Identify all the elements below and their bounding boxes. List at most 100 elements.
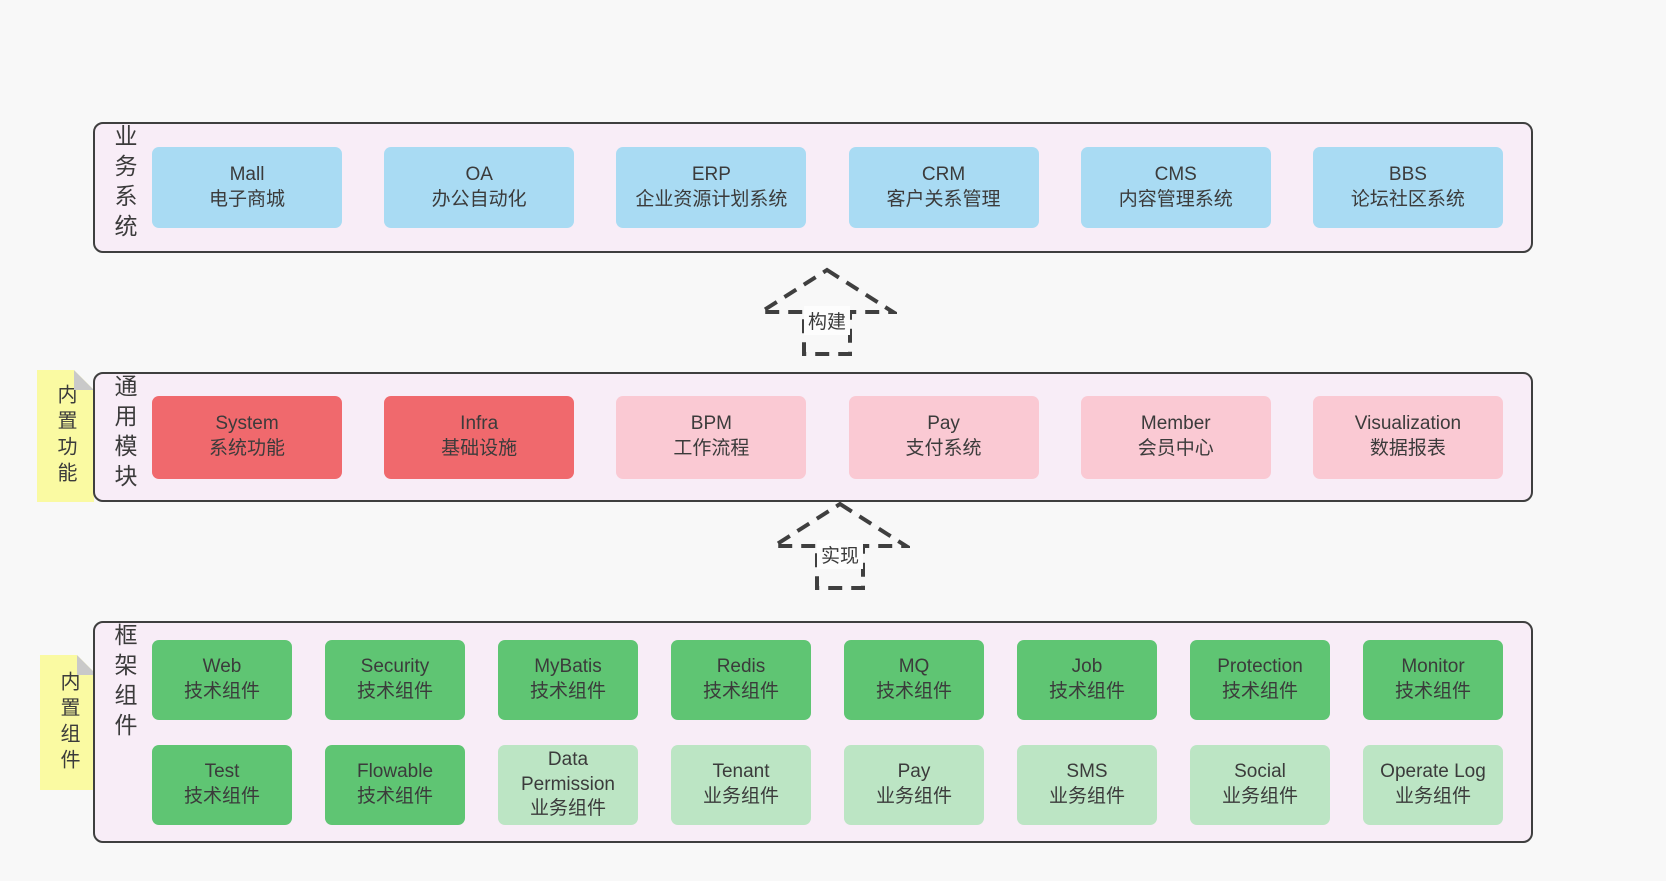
box-infra: Infra 基础设施	[384, 395, 575, 479]
box-crm: CRM 客户关系管理	[848, 147, 1039, 228]
box-data-permission: Data Permission 业务组件	[498, 745, 638, 825]
box-title: Operate Log	[1380, 761, 1486, 783]
box-subtitle: 业务组件	[1048, 786, 1125, 807]
box-title: MyBatis	[534, 656, 602, 678]
build-arrow: 构建	[757, 266, 897, 358]
box-title: CMS	[1154, 163, 1197, 185]
box-title: BPM	[690, 413, 732, 435]
box-title: OA	[465, 163, 493, 185]
box-redis: Redis 技术组件	[671, 640, 811, 720]
box-subtitle: 工作流程	[673, 438, 750, 459]
box-subtitle: 业务组件	[529, 798, 606, 820]
box-subtitle: 论坛社区系统	[1350, 188, 1465, 210]
box-subtitle: 技术组件	[1221, 681, 1298, 702]
box-title: Monitor	[1401, 656, 1465, 678]
box-security: Security 技术组件	[325, 640, 465, 720]
implement-arrow: 实现	[770, 500, 910, 592]
box-title: Redis	[716, 656, 766, 678]
box-title: Flowable	[356, 761, 434, 783]
layer-business-systems: 业务系统 Mall 电子商城 OA 办公自动化 ERP 企业资源计划系统 CRM 客户关系管理…	[93, 122, 1533, 253]
box-subtitle: 内容管理系统	[1118, 188, 1233, 210]
box-subtitle: 业务组件	[1221, 786, 1298, 807]
box-subtitle: 技术组件	[875, 681, 952, 702]
box-title: Web	[202, 656, 242, 678]
box-subtitle: 会员中心	[1137, 438, 1214, 459]
box-monitor: Monitor 技术组件	[1363, 640, 1503, 720]
box-protection: Protection 技术组件	[1190, 640, 1330, 720]
sticky-note-text: 内置组件	[57, 670, 79, 775]
box-subtitle: 技术组件	[1048, 681, 1125, 702]
box-social: Social 业务组件	[1190, 745, 1330, 825]
box-subtitle: 技术组件	[1394, 681, 1471, 702]
layer-label-components: 框架组件	[111, 623, 137, 743]
box-flowable: Flowable 技术组件	[325, 745, 465, 825]
box-subtitle: 基础设施	[441, 438, 518, 459]
box-title: Pay	[927, 413, 960, 435]
box-title: SMS	[1066, 761, 1108, 783]
box-subtitle: 客户关系管理	[886, 188, 1001, 210]
layer-label-business: 业务系统	[111, 124, 137, 244]
box-title: Tenant	[712, 761, 770, 783]
box-mall: Mall 电子商城	[152, 147, 342, 228]
note-fold-icon	[74, 370, 94, 390]
sticky-note-builtin-components: 内置组件	[40, 655, 97, 790]
box-job: Job 技术组件	[1017, 640, 1157, 720]
box-sms: SMS 业务组件	[1017, 745, 1157, 825]
box-subtitle: 技术组件	[356, 681, 433, 702]
box-subtitle: 技术组件	[702, 681, 779, 702]
box-mybatis: MyBatis 技术组件	[498, 640, 638, 720]
box-subtitle: 数据报表	[1369, 438, 1446, 459]
box-title: Infra	[460, 413, 499, 435]
dashed-up-arrow-icon	[757, 267, 897, 356]
box-title: System	[215, 413, 279, 435]
box-title: CRM	[921, 163, 966, 185]
dashed-up-arrow-icon	[770, 501, 910, 590]
box-subtitle: 办公自动化	[431, 188, 527, 210]
box-subtitle: 系统功能	[208, 438, 285, 459]
box-title: Security	[360, 656, 430, 678]
box-subtitle: 业务组件	[702, 786, 779, 807]
box-title: Mall	[229, 163, 265, 185]
box-title: Protection	[1217, 656, 1303, 678]
business-box-row: Mall 电子商城 OA 办公自动化 ERP 企业资源计划系统 CRM 客户关系管理 CMS 内容…	[152, 124, 1503, 251]
box-pay: Pay 业务组件	[844, 745, 984, 825]
box-title: Pay	[897, 761, 931, 783]
implement-arrow-label: 实现	[816, 540, 864, 569]
build-arrow-label: 构建	[803, 306, 851, 335]
box-title: Test	[204, 761, 240, 783]
box-title: ERP	[691, 163, 731, 185]
box-oa: OA 办公自动化	[384, 147, 575, 228]
box-tenant: Tenant 业务组件	[671, 745, 811, 825]
layer-label-modules: 通用模块	[111, 374, 137, 494]
box-subtitle: 业务组件	[1394, 786, 1471, 807]
box-system: System 系统功能	[152, 395, 342, 479]
sticky-note-text: 内置功能	[54, 384, 76, 488]
box-web: Web 技术组件	[152, 640, 292, 720]
box-bbs: BBS 论坛社区系统	[1312, 147, 1503, 228]
box-title: Job	[1071, 656, 1103, 678]
box-title: Data Permission	[521, 748, 615, 795]
box-erp: ERP 企业资源计划系统	[616, 147, 807, 228]
box-subtitle: 技术组件	[183, 681, 260, 702]
box-subtitle: 技术组件	[529, 681, 606, 702]
box-subtitle: 电子商城	[208, 188, 285, 210]
box-subtitle: 业务组件	[875, 786, 952, 807]
box-mq: MQ 技术组件	[844, 640, 984, 720]
box-title: BBS	[1388, 163, 1427, 185]
box-bpm: BPM 工作流程	[616, 395, 807, 479]
box-subtitle: 技术组件	[356, 786, 433, 807]
box-cms: CMS 内容管理系统	[1080, 147, 1271, 228]
box-title: Social	[1234, 761, 1286, 783]
box-title: MQ	[898, 656, 930, 678]
box-subtitle: 企业资源计划系统	[635, 188, 788, 210]
